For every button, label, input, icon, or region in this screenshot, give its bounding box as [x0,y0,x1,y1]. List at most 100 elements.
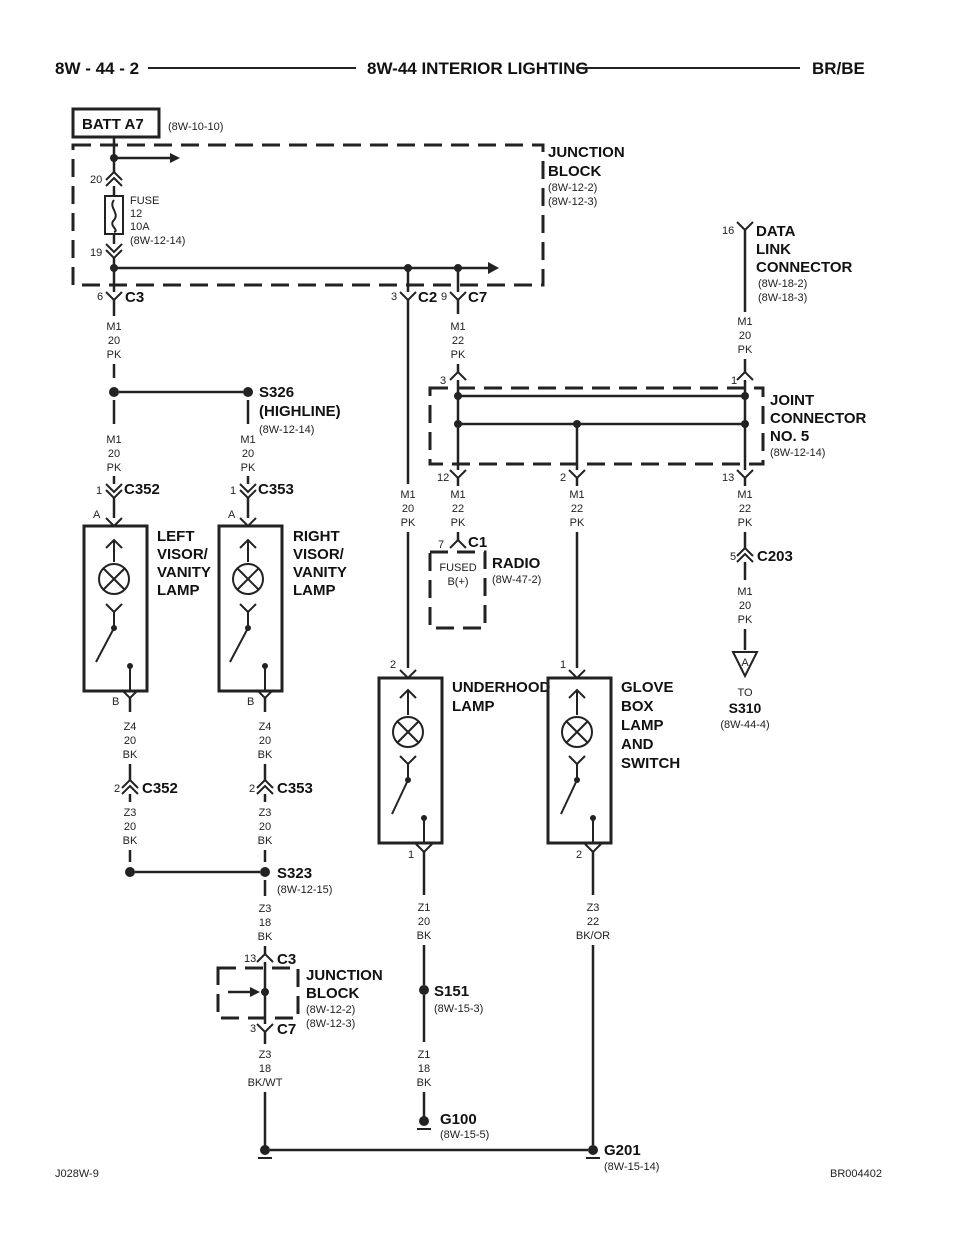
wire-label: 20 [259,821,271,833]
fuse-element [111,199,117,233]
wire-label: Z3 [587,902,600,914]
wire-label: PK [738,517,753,529]
dlc-symbol [736,221,754,232]
wire-label: 20 [242,448,254,460]
wire-label: Z3 [259,807,272,819]
c352b-name: C352 [142,780,178,797]
wire-label: M1 [240,434,255,446]
c3-top-symbol [105,291,123,302]
wire-label: 20 [418,916,430,928]
wire-label: Z3 [259,1049,272,1061]
left-lamp-n2: VISOR/ [157,546,209,563]
wire-label: M1 [737,489,752,501]
wire-label: 20 [739,600,751,612]
wire-label: BK [123,749,138,761]
wire-label: 22 [739,503,751,515]
batt-bus-arrow [170,153,180,163]
s323-right-dot [260,867,270,877]
wire-label: BK [123,835,138,847]
glovebox-pin-out: 2 [576,849,582,861]
jb-bottom-c3-symbol [256,952,274,963]
header-center: 8W-44 INTERIOR LIGHTING [367,59,589,78]
c353a-pin: 1 [230,485,236,497]
wire-label: M1 [737,586,752,598]
glovebox-n5: SWITCH [621,755,680,772]
s326-ref: (8W-12-14) [259,424,314,436]
wire-label: PK [738,614,753,626]
radio-name: RADIO [492,555,541,572]
jb-bottom-c3-pin: 13 [244,953,256,965]
c352a-name: C352 [124,481,160,498]
wire-label: 22 [571,503,583,515]
dlc-n2: LINK [756,241,791,258]
glovebox-pin-in: 1 [560,659,566,671]
wire-label: M1 [450,489,465,501]
wire-label: 20 [124,821,136,833]
s323-ref: (8W-12-15) [277,884,332,896]
c7-top-name: C7 [468,289,487,306]
joint-connector-5-outline [428,386,765,466]
to-s310-name: S310 [729,700,762,716]
radio-f2: B(+) [447,576,468,588]
junction-block-bottom-outline [216,966,300,1020]
c7-top-symbol [449,291,467,302]
right-lamp-bulb-icon [232,563,264,595]
right-lamp-n3: VANITY [293,564,347,581]
fuse-l2: 12 [130,208,142,220]
c203-symbol [736,546,754,557]
left-vanity-lamp-box [82,524,149,693]
underhood-switch [391,779,409,815]
wire-label: 18 [259,917,271,929]
fuse-pin-out: 19 [90,247,102,259]
jc5-n2: CONNECTOR [770,410,867,427]
glovebox-bulb-icon [561,716,593,748]
c7-top-pin: 9 [441,291,447,303]
g201-ref: (8W-15-14) [604,1161,659,1173]
glovebox-lamp-box [546,676,613,845]
underhood-pin-out: 1 [408,849,414,861]
wire-label: M1 [737,316,752,328]
fuse-l1: FUSE [130,195,159,207]
right-lamp-pin-a: A [228,509,236,521]
jb-top-ref1: (8W-12-2) [548,182,597,194]
g100-dot [419,1116,429,1126]
wire-label: M1 [569,489,584,501]
jb-bottom-ref2: (8W-12-3) [306,1018,355,1030]
g100-name: G100 [440,1111,477,1128]
c353b-symbol [256,778,274,789]
to-s310-pin: A [741,657,749,669]
c352a-pin: 1 [96,485,102,497]
junction-block-top-outline [71,143,545,287]
wire-label: 22 [452,335,464,347]
fuse-pin-in: 20 [90,174,102,186]
glovebox-n4: AND [621,736,654,753]
jb-bottom-n2: BLOCK [306,985,359,1002]
header-right: BR/BE [812,59,865,78]
wire-label: Z4 [124,721,137,733]
jc5-pin-out-c: 13 [722,472,734,484]
left-lamp-pin-a: A [93,509,101,521]
glovebox-n1: GLOVE [621,679,674,696]
c353b-pin: 2 [249,783,255,795]
c352a-symbol [105,483,123,494]
wire-label: Z1 [418,902,431,914]
c353a-name: C353 [258,481,294,498]
footer-left: J028W-9 [55,1168,99,1180]
c203-name: C203 [757,548,793,565]
fuse-pin19-symbol [105,243,123,254]
jc5-pin-in: 3 [440,375,446,387]
jc5-n1: JOINT [770,392,814,409]
right-lamp-pin-b: B [247,696,254,708]
left-lamp-pin-b: B [112,696,119,708]
s151-dot [419,985,429,995]
bus-arrow [488,262,499,274]
c353b-name: C353 [277,780,313,797]
c3-top-name: C3 [125,289,144,306]
wire-label: PK [738,344,753,356]
g100-ref: (8W-15-5) [440,1129,489,1141]
wire-label: Z1 [418,1049,431,1061]
left-lamp-switch [95,627,115,663]
wire-label: M1 [106,321,121,333]
jc5-n3: NO. 5 [770,428,809,445]
